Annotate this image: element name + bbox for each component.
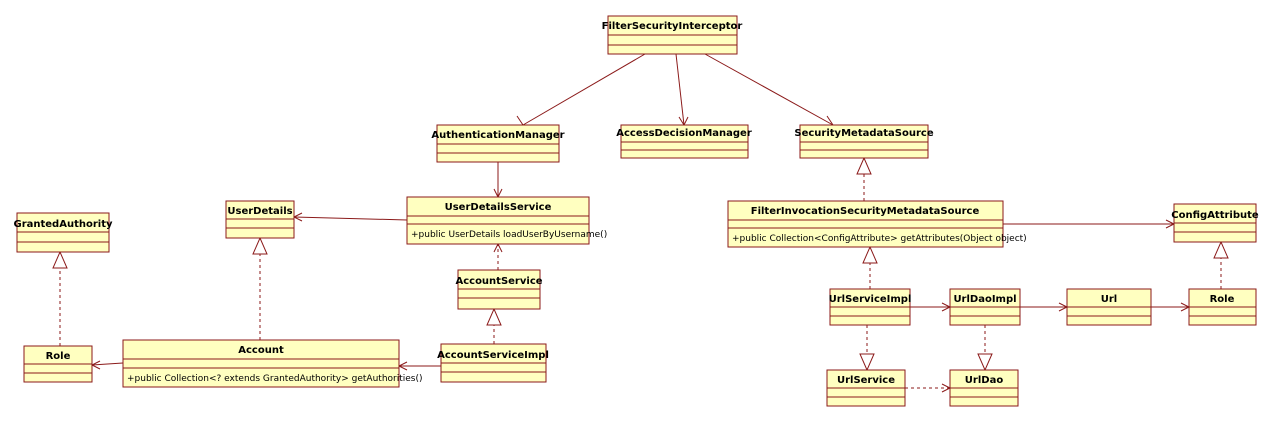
class-account-service-impl[interactable]: AccountServiceImpl xyxy=(437,343,549,383)
class-role-right[interactable]: Role xyxy=(1188,288,1257,326)
class-filter-invocation-security-metadata-source[interactable]: FilterInvocationSecurityMetadataSource +… xyxy=(727,200,1027,248)
association-uds-userdetails xyxy=(292,212,408,222)
association-accsvcimpl-account xyxy=(397,361,441,371)
realization-urlsvcimpl-urlsvc xyxy=(859,325,875,372)
class-url-dao[interactable]: UrlDao xyxy=(949,369,1019,407)
class-account-service[interactable]: AccountService xyxy=(455,269,543,310)
class-role-left[interactable]: Role xyxy=(23,345,93,383)
class-name: Role xyxy=(46,351,71,362)
class-authentication-manager[interactable]: AuthenticationManager xyxy=(431,124,565,163)
class-filter-security-interceptor[interactable]: FilterSecurityInterceptor xyxy=(602,15,743,55)
association-authmgr-uds xyxy=(493,162,503,199)
class-name: Url xyxy=(1101,294,1117,305)
class-name: UrlDao xyxy=(965,375,1004,386)
class-name: UserDetailsService xyxy=(445,202,552,213)
class-name: AccountServiceImpl xyxy=(437,350,549,361)
class-name: SecurityMetadataSource xyxy=(794,128,933,139)
class-user-details[interactable]: UserDetails xyxy=(225,200,295,239)
class-name: UrlService xyxy=(837,375,895,386)
class-user-details-service[interactable]: UserDetailsService +public UserDetails l… xyxy=(406,196,607,245)
dependency-urlsvc-urldao xyxy=(905,383,952,393)
association-fsi-authmgr xyxy=(512,53,646,126)
association-urldaoimpl-url xyxy=(1020,302,1069,312)
class-name: UserDetails xyxy=(227,206,292,217)
realization-accsvcimpl-accsvc xyxy=(486,307,502,344)
realization-account-userdetails xyxy=(252,236,268,340)
dependency-urlsvcimpl-fisms xyxy=(862,245,878,289)
class-operation: +public Collection<? extends GrantedAuth… xyxy=(127,374,423,384)
class-url-service[interactable]: UrlService xyxy=(826,369,906,407)
class-name: FilterInvocationSecurityMetadataSource xyxy=(751,206,980,217)
association-fsi-sms xyxy=(704,53,834,126)
realization-roleright-configattr xyxy=(1213,240,1229,289)
class-name: AccountService xyxy=(455,276,542,287)
realization-fisms-sms xyxy=(856,156,872,201)
class-name: ConfigAttribute xyxy=(1171,210,1259,221)
class-config-attribute[interactable]: ConfigAttribute xyxy=(1171,203,1259,243)
realization-urldaoimpl-urldao xyxy=(977,325,993,372)
class-url-service-impl[interactable]: UrlServiceImpl xyxy=(829,288,912,326)
association-urlsvcimpl-urldaoimpl xyxy=(910,302,952,312)
class-name: Role xyxy=(1210,294,1235,305)
class-operation: +public UserDetails loadUserByUsername() xyxy=(411,230,607,240)
class-url[interactable]: Url xyxy=(1066,288,1152,326)
class-name: Account xyxy=(238,345,284,356)
class-name: FilterSecurityInterceptor xyxy=(602,21,743,32)
association-fisms-configattr xyxy=(1003,219,1176,229)
class-name: AccessDecisionManager xyxy=(616,128,752,139)
class-name: AuthenticationManager xyxy=(431,130,564,141)
dependency-accsvc-uds xyxy=(493,242,503,270)
class-name: UrlServiceImpl xyxy=(829,294,912,305)
association-account-role xyxy=(90,360,124,370)
class-account[interactable]: Account +public Collection<? extends Gra… xyxy=(122,339,423,388)
class-granted-authority[interactable]: GrantedAuthority xyxy=(13,212,113,253)
association-fsi-adm xyxy=(675,53,689,127)
class-url-dao-impl[interactable]: UrlDaoImpl xyxy=(949,288,1021,326)
class-operation: +public Collection<ConfigAttribute> getA… xyxy=(732,234,1027,244)
class-name: UrlDaoImpl xyxy=(953,294,1016,305)
class-name: GrantedAuthority xyxy=(13,219,112,230)
association-url-role xyxy=(1151,302,1191,312)
class-security-metadata-source[interactable]: SecurityMetadataSource xyxy=(794,124,934,159)
realization-role-grantedauthority xyxy=(52,250,68,346)
class-access-decision-manager[interactable]: AccessDecisionManager xyxy=(616,124,752,159)
